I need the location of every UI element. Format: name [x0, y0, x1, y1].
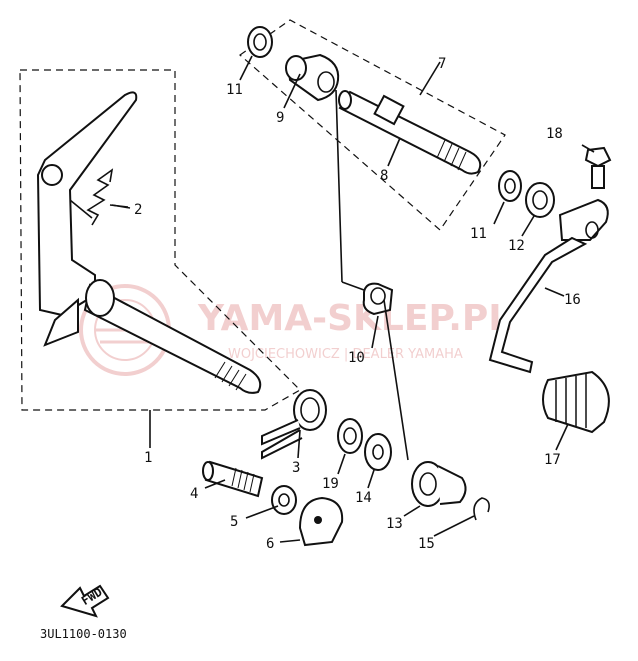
callout-18: 18	[546, 126, 563, 142]
callout-14: 14	[355, 490, 372, 506]
callout-6: 6	[266, 536, 274, 552]
callout-10: 10	[348, 350, 365, 366]
callout-5: 5	[230, 514, 238, 530]
watermark: YAMA-SKLEP.PL WOJCIECHOWICZ | DEALER YAM…	[79, 284, 511, 376]
plain-washer	[364, 433, 392, 471]
forward-arrow-icon: FWD	[60, 584, 110, 618]
callout-11-right: 11	[470, 226, 487, 242]
torsion-spring	[261, 389, 327, 460]
callout-9: 9	[276, 110, 284, 126]
callout-13: 13	[386, 516, 403, 532]
watermark-main-text: YAMA-SKLEP.PL	[197, 298, 511, 339]
shift-shaft-assembly	[36, 91, 262, 394]
pinch-bolt	[584, 146, 612, 189]
stopper-bolt	[202, 460, 264, 498]
circlip	[473, 497, 490, 521]
nut	[271, 485, 297, 515]
callout-12: 12	[508, 238, 525, 254]
callout-19: 19	[322, 476, 339, 492]
shaft-kit-outline	[239, 19, 506, 231]
callout-2: 2	[134, 202, 142, 218]
diagram-code: 3UL1100-0130	[40, 627, 127, 641]
callout-11-top: 11	[226, 82, 243, 98]
callout-16: 16	[564, 292, 581, 308]
callout-17: 17	[544, 452, 561, 468]
leader-lines	[109, 55, 595, 543]
shift-shaft	[338, 90, 482, 175]
callout-3: 3	[292, 460, 300, 476]
joint-rod-end	[411, 461, 467, 507]
callout-1: 1	[144, 450, 152, 466]
washer-top	[247, 26, 273, 58]
callout-15: 15	[418, 536, 435, 552]
stopper-lever	[298, 496, 344, 547]
bearing	[337, 418, 363, 454]
callout-7: 7	[438, 56, 446, 72]
watermark-sub-text: WOJCIECHOWICZ | DEALER YAMAHA	[228, 347, 463, 362]
shift-pedal-rubber	[542, 370, 610, 434]
callout-4: 4	[190, 486, 198, 502]
bushing	[362, 282, 394, 316]
shift-shaft-assembly-outline	[19, 69, 301, 411]
callout-8: 8	[380, 168, 388, 184]
shift-pedal-arm	[488, 198, 609, 374]
washer-right	[498, 170, 522, 202]
oil-seal	[525, 182, 555, 218]
shaft-collar	[285, 53, 340, 102]
